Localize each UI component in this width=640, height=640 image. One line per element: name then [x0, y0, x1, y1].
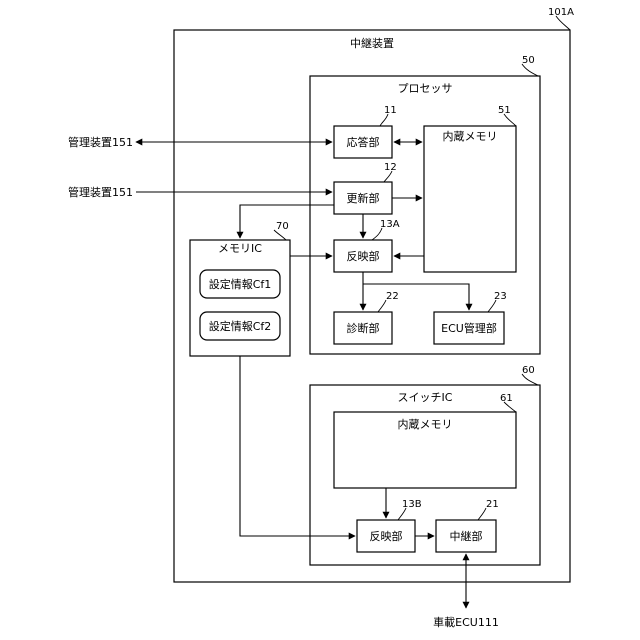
setting-info-cf2-label: 設定情報Cf2 — [209, 319, 272, 333]
update-unit-ref: 12 — [384, 162, 397, 173]
internal-memory: 内蔵メモリ 51 — [424, 105, 516, 272]
diagnosis-unit-label: 診断部 — [347, 321, 380, 335]
switch-ic-ref: 60 — [522, 365, 535, 376]
switch-ic-label: スイッチIC — [398, 391, 453, 404]
response-unit-label: 応答部 — [347, 135, 380, 149]
ecu-management-unit-label: ECU管理部 — [441, 321, 497, 335]
relay-unit-label: 中継部 — [450, 529, 483, 543]
update-unit-label: 更新部 — [347, 191, 380, 205]
memory-ic: メモリIC 70 設定情報Cf1 設定情報Cf2 — [190, 221, 290, 356]
diagnosis-unit-ref: 22 — [386, 291, 399, 302]
switch-internal-memory-label: 内蔵メモリ — [398, 417, 453, 431]
relay-device-leader — [556, 16, 570, 30]
management-device-2-label: 管理装置151 — [68, 185, 133, 199]
memory-ic-ref: 70 — [276, 221, 289, 232]
switch-internal-memory-ref: 61 — [500, 393, 513, 404]
ecu-management-unit-ref: 23 — [494, 291, 507, 302]
vehicle-ecu-label: 車載ECU111 — [433, 615, 499, 629]
reflect-unit-a-ref: 13A — [380, 219, 400, 230]
processor-label: プロセッサ — [398, 82, 453, 95]
relay-device-ref: 101A — [548, 7, 574, 18]
management-device-1-label: 管理装置151 — [68, 135, 133, 149]
reflect-unit-b-label: 反映部 — [370, 529, 403, 543]
relay-device-label: 中継装置 — [350, 36, 394, 50]
internal-memory-label: 内蔵メモリ — [443, 129, 498, 143]
relay-unit-ref: 21 — [486, 499, 499, 510]
memory-ic-label: メモリIC — [218, 242, 262, 255]
setting-info-cf1-label: 設定情報Cf1 — [209, 277, 272, 291]
reflect-unit-b-ref: 13B — [402, 499, 422, 510]
internal-memory-ref: 51 — [498, 105, 511, 116]
internal-memory-box — [424, 126, 516, 272]
processor-ref: 50 — [522, 55, 535, 66]
reflect-unit-a-label: 反映部 — [347, 249, 380, 263]
response-unit-ref: 11 — [384, 105, 397, 116]
